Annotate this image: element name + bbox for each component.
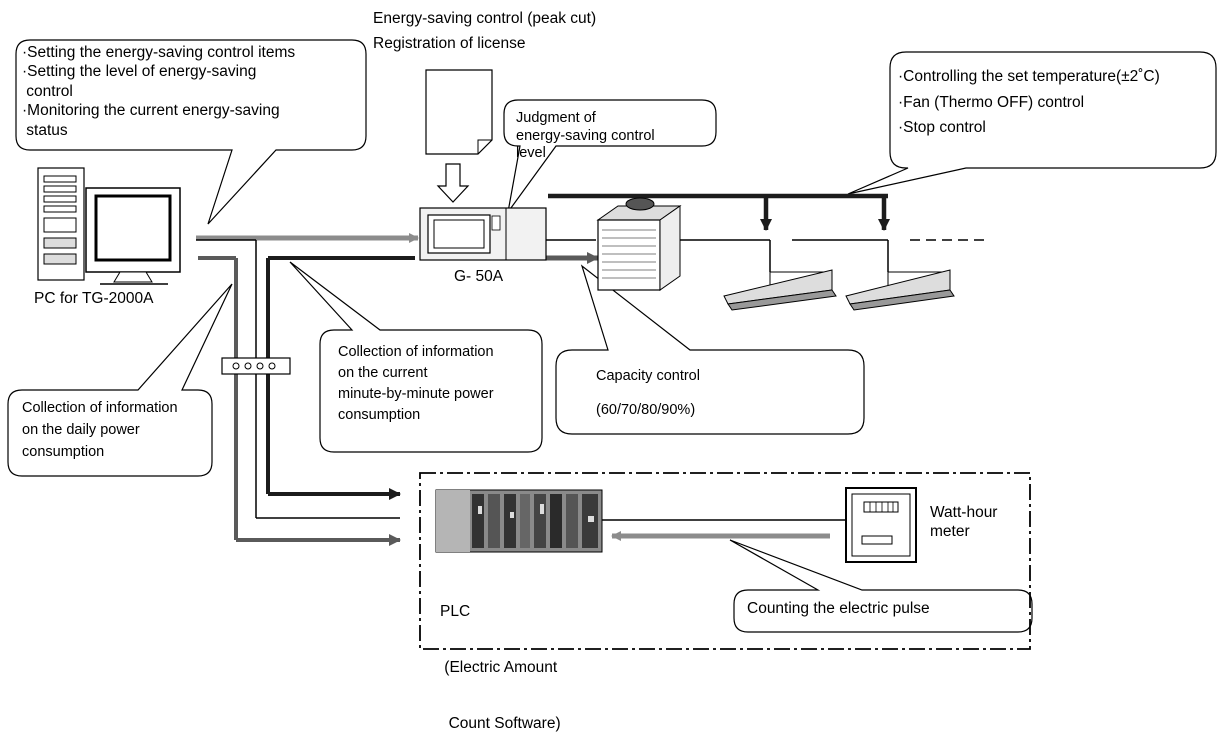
- callout-pulse: [729, 539, 1033, 633]
- plc-label-line: (Electric Amount: [440, 658, 558, 676]
- system-diagram: Energy-saving control (peak cut) Registr…: [7, 10, 1217, 732]
- plc-icon: [435, 489, 603, 553]
- pc-function-item: control: [22, 82, 73, 100]
- callout-daily-collection: [7, 283, 233, 477]
- callout-indoor-controls-text: ·Controlling the set temperature(±2˚C) ·…: [898, 64, 1160, 141]
- pc-function-item: ·Setting the level of energy-saving: [22, 63, 257, 81]
- minute-collection-line: minute-by-minute power: [338, 386, 494, 403]
- watt-hour-meter-icon: [845, 487, 917, 563]
- daily-collection-line: Collection of information: [22, 400, 178, 416]
- pc-function-item: status: [22, 121, 68, 139]
- daily-collection-line: on the daily power: [22, 421, 140, 438]
- callout-judgment-text: Judgment of energy-saving control level: [516, 110, 655, 163]
- plc-label: PLC (Electric Amount Count Software): [440, 566, 561, 752]
- judgment-line: Judgment of: [516, 110, 596, 126]
- daily-collection-line: consumption: [22, 443, 105, 460]
- diagram-canvas: [7, 39, 1217, 650]
- indoor-control-item: ·Controlling the set temperature(±2˚C): [898, 68, 1160, 85]
- callout-minute-collection: [289, 261, 543, 453]
- capacity-title: Capacity control: [596, 368, 700, 384]
- header-line-1: Energy-saving control (peak cut): [373, 10, 597, 27]
- capacity-values: (60/70/80/90%): [596, 402, 696, 418]
- pulse-text: Counting the electric pulse: [747, 600, 930, 617]
- plc-boundary: [419, 472, 1031, 650]
- minute-collection-line: consumption: [338, 407, 421, 424]
- plc-label-line: Count Software): [440, 714, 561, 732]
- callout-daily-collection-text: Collection of information on the daily p…: [22, 398, 178, 463]
- judgment-line: energy-saving control: [516, 127, 655, 144]
- plc-label-line: PLC: [440, 603, 471, 621]
- minute-collection-line: Collection of information: [338, 344, 494, 360]
- indoor-control-item: ·Fan (Thermo OFF) control: [898, 93, 1085, 111]
- callout-judgment: [503, 99, 717, 213]
- indoor-unit-icon: [723, 269, 837, 311]
- hub-icon: [221, 357, 291, 375]
- pc-label: PC for TG-2000A: [34, 290, 154, 307]
- pc-function-item: ·Monitoring the current energy-saving: [22, 102, 280, 120]
- callout-pc-functions: [15, 39, 367, 225]
- meter-label-line: Watt-hour: [930, 504, 998, 521]
- license-document-icon: [425, 69, 493, 155]
- outdoor-unit-icon: [596, 197, 682, 291]
- callout-capacity: [555, 264, 865, 435]
- indoor-unit-icon: [845, 269, 955, 311]
- header-line-2: Registration of license: [373, 35, 526, 52]
- pc-icon: [37, 167, 181, 285]
- indoor-control-item: ·Stop control: [898, 119, 986, 137]
- judgment-line: level: [516, 145, 546, 162]
- controller-label: G- 50A: [454, 268, 504, 285]
- pc-function-item: ·Setting the energy-saving control items: [22, 44, 296, 61]
- callout-indoor-controls: [847, 51, 1217, 195]
- down-arrow-icon: [436, 163, 470, 203]
- meter-label-line: meter: [930, 522, 970, 540]
- callout-minute-collection-text: Collection of information on the current…: [338, 342, 494, 426]
- g50a-controller-icon: [419, 207, 547, 261]
- meter-label: Watt-hour meter: [930, 504, 997, 541]
- network-lines: [196, 193, 990, 546]
- minute-collection-line: on the current: [338, 365, 428, 382]
- callout-pc-functions-text: ·Setting the energy-saving control items…: [22, 43, 295, 140]
